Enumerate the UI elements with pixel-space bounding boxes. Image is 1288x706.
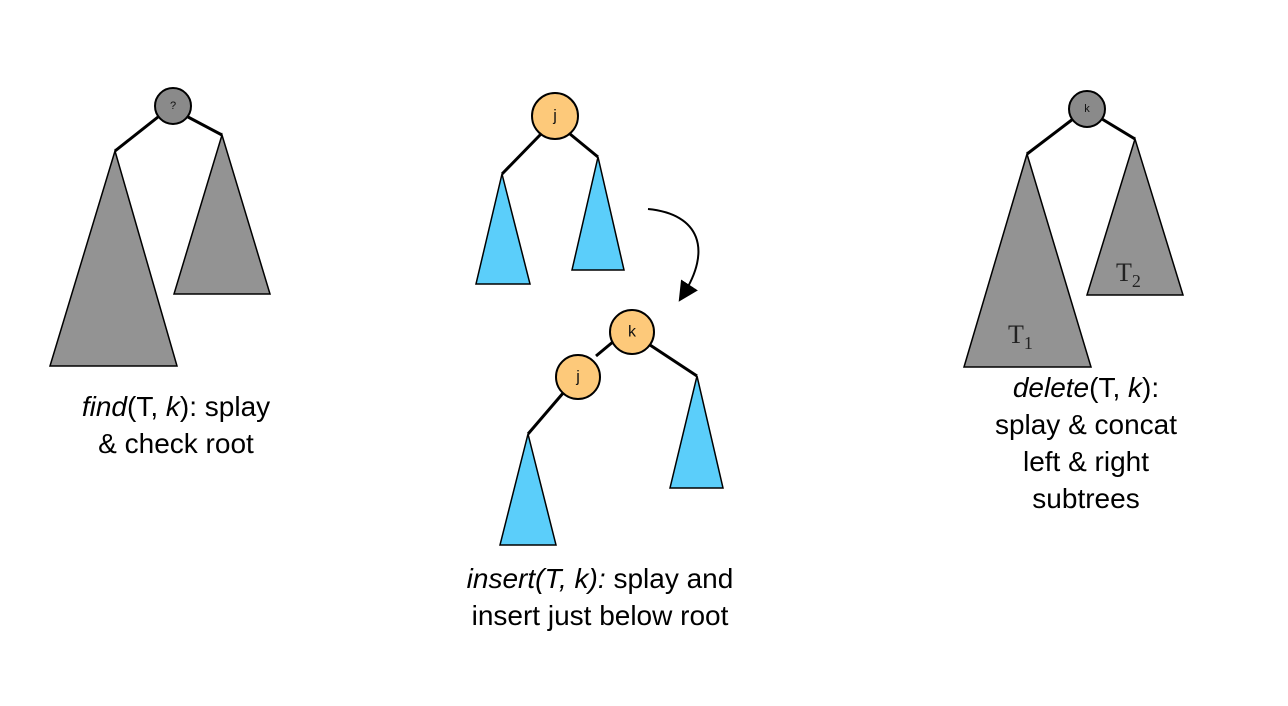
find-left-edge xyxy=(114,115,159,153)
find-left-subtree xyxy=(48,148,178,367)
delete-caption-line4: subtrees xyxy=(1032,483,1140,514)
delete-caption-line3: left & right xyxy=(1022,446,1150,477)
find-caption-line2: & check root xyxy=(98,428,254,459)
delete-root-label: k xyxy=(1084,103,1090,115)
find-root-label: ? xyxy=(170,100,176,112)
insert-before-root-node xyxy=(531,92,579,140)
insert-before-right-subtree xyxy=(571,156,625,271)
insert-caption-line2: insert just below root xyxy=(471,600,729,631)
delete-left-edge xyxy=(1026,117,1074,156)
insert-after-j-node xyxy=(555,354,601,400)
insert-after-j-left-edge xyxy=(526,391,566,435)
insert-after-j-label: j xyxy=(575,369,580,386)
insert-before-left-subtree xyxy=(475,173,531,285)
insert-after-diagram: k j xyxy=(499,309,724,546)
delete-left-subtree-label: T1 xyxy=(1008,320,1033,353)
delete-diagram: k T1 T2 xyxy=(962,90,1185,368)
insert-before-root-label: j xyxy=(552,108,557,125)
transition-arrow xyxy=(647,208,700,302)
find-diagram: ? xyxy=(48,87,272,367)
find-right-subtree xyxy=(172,132,272,295)
insert-after-root-label: k xyxy=(628,324,637,341)
delete-left-subtree xyxy=(962,151,1093,368)
insert-after-root-left-edge xyxy=(595,339,615,358)
insert-caption-line1: insert(T, k): splay and xyxy=(466,563,734,594)
insert-before-right-edge xyxy=(569,132,599,159)
insert-before-left-edge xyxy=(500,132,543,176)
insert-caption: insert(T, k): splay and insert just belo… xyxy=(420,560,780,634)
insert-after-root-node xyxy=(609,309,655,355)
insert-before-diagram: j xyxy=(475,92,625,285)
find-root-node xyxy=(154,87,192,125)
find-caption-line1: find(T, k): splay xyxy=(81,391,271,422)
find-caption: find(T, k): splay & check root xyxy=(46,388,306,462)
delete-caption-line2: splay & concat xyxy=(994,409,1178,440)
delete-right-subtree xyxy=(1085,136,1185,296)
insert-after-left-subtree xyxy=(499,433,557,546)
insert-after-root-right-edge xyxy=(649,343,698,378)
delete-caption-line1: delete(T, k): xyxy=(1012,372,1160,403)
delete-right-edge xyxy=(1101,117,1136,141)
delete-right-subtree-label: T2 xyxy=(1116,258,1141,291)
delete-root-node xyxy=(1068,90,1106,128)
delete-caption: delete(T, k): splay & concat left & righ… xyxy=(956,369,1216,517)
insert-after-right-subtree xyxy=(669,375,724,489)
find-right-edge xyxy=(187,115,223,137)
